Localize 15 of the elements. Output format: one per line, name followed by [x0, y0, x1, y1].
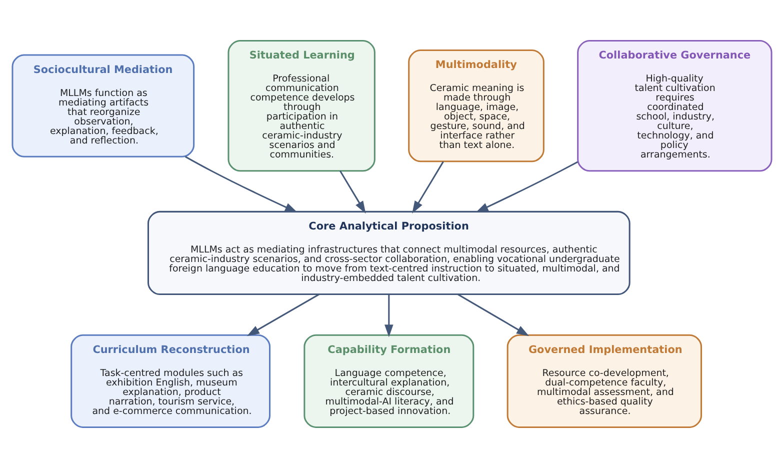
arrow [412, 160, 444, 213]
node-box: Multimodality Ceramic meaning is made through language, image, object, space, gesture, sound, and interface rather than text alone. [408, 49, 544, 162]
arrow [458, 293, 530, 336]
node-box: Governed Implementation Resource co-development, dual-competence faculty, multimodal assessment, and ethics-based quality assurance. [506, 334, 702, 428]
node-box: Curriculum Reconstruction Task-centred modules such as exhibition English, museum explanation, product narration, tourism service, and e-commerce communication. [70, 334, 271, 428]
node-box: Core Analytical Proposition MLLMs act as mediating infrastructures that connect multimodal resources, authentic ceramic-industry scenarios, and cross-sector collaboration, enabling vocational undergraduate foreign language education to move from text-centred instruction to situated, multimodal, and industry-embedded talent cultivation. [147, 210, 630, 295]
arrow [339, 170, 366, 214]
node-box: Capability Formation Language competence, intercultural explanation, ceramic discourse, multimodal-AI literacy, and project-based innovation. [304, 334, 474, 428]
arrow [246, 293, 320, 336]
arrow [476, 160, 578, 212]
arrow [384, 294, 394, 337]
node-box: Sociocultural Mediation MLLMs function as mediating artifacts that reorganize observation, explanation, feedback, and reflection. [12, 54, 195, 157]
node-box: Situated Learning Professional communication competence develops through participation in authentic ceramic-industry scenarios and communities. [228, 40, 376, 172]
node-box: Collaborative Governance High-quality talent cultivation requires coordinated school, industry, culture, technology, and policy arrangements. [577, 40, 772, 172]
arrow [185, 156, 298, 212]
